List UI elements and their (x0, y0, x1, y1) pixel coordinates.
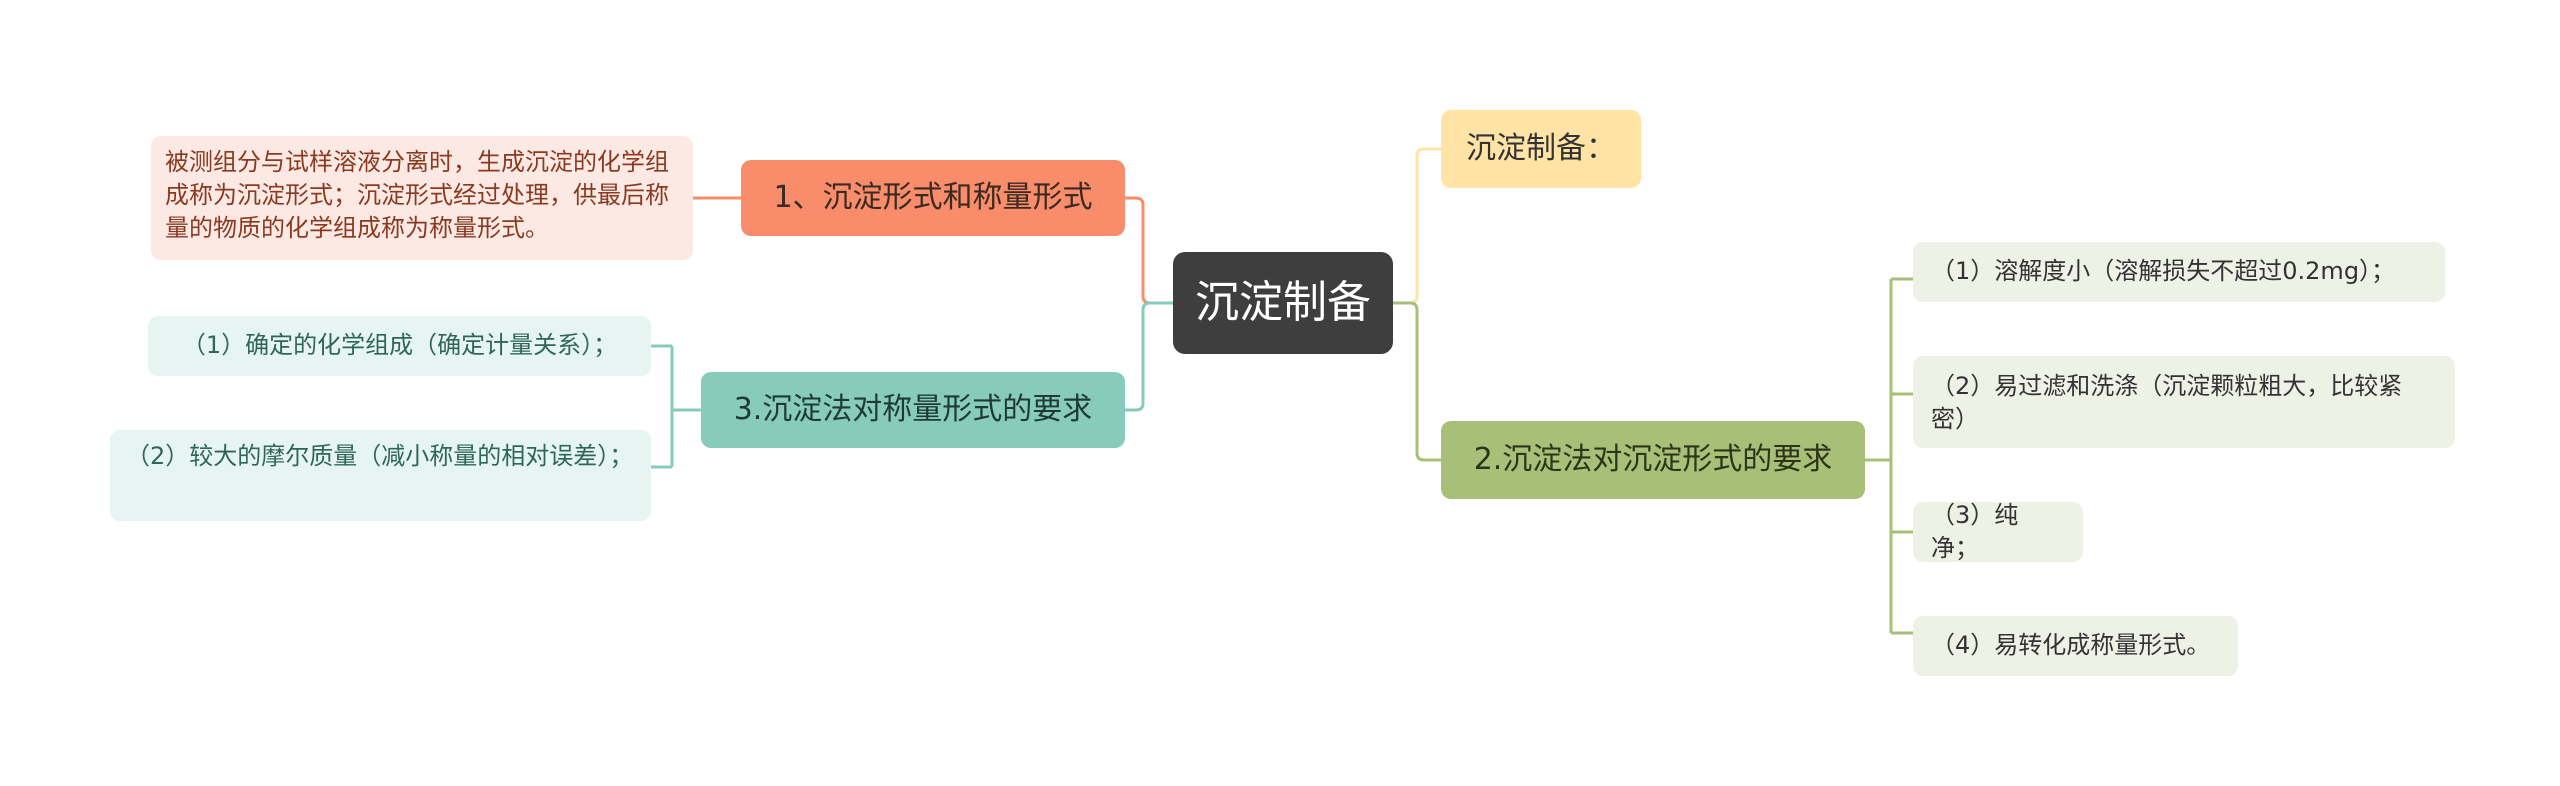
leaf-text: （2）易过滤和洗涤（沉淀颗粒粗大，比较紧密） (1931, 372, 2403, 434)
leaf-text: （2）较大的摩尔质量（减小称量的相对误差）； (126, 442, 634, 470)
branch-label: 1、沉淀形式和称量形式 (773, 180, 1093, 216)
root-node[interactable]: 沉淀制备 (1173, 252, 1393, 354)
link-center-topic (1393, 147, 1441, 305)
leaf-text: （3）纯净； (1931, 500, 2019, 562)
branch-node-sediment-forms[interactable]: 1、沉淀形式和称量形式 (741, 160, 1125, 236)
link-center-branch2 (1393, 301, 1441, 462)
leaf-node-composition[interactable]: （1）确定的化学组成（确定计量关系）； (148, 316, 651, 376)
leaf-node-conversion[interactable]: （4）易转化成称量形式。 (1913, 616, 2238, 676)
leaf-node-molar-mass[interactable]: （2）较大的摩尔质量（减小称量的相对误差）； (110, 430, 651, 521)
branch-node-sediment-requirements[interactable]: 2.沉淀法对沉淀形式的要求 (1441, 421, 1865, 499)
link-center-branch1 (1125, 196, 1173, 305)
leaf-node-definition[interactable]: 被测组分与试样溶液分离时，生成沉淀的化学组成称为沉淀形式；沉淀形式经过处理，供最… (151, 136, 693, 260)
branch-label: 3.沉淀法对称量形式的要求 (733, 392, 1093, 428)
link-branch2-leaves (1865, 277, 1913, 635)
branch-node-weighing-requirements[interactable]: 3.沉淀法对称量形式的要求 (701, 372, 1125, 448)
leaf-text: 被测组分与试样溶液分离时，生成沉淀的化学组成称为沉淀形式；沉淀形式经过处理，供最… (165, 148, 669, 243)
leaf-node-solubility[interactable]: （1）溶解度小（溶解损失不超过0.2mg）； (1913, 242, 2445, 302)
leaf-node-filtration[interactable]: （2）易过滤和洗涤（沉淀颗粒粗大，比较紧密） (1913, 356, 2455, 448)
link-branch3-leaves (651, 344, 701, 469)
branch-label: 2.沉淀法对沉淀形式的要求 (1473, 442, 1833, 478)
link-center-branch3 (1125, 301, 1173, 412)
topic-node-preparation[interactable]: 沉淀制备： (1441, 110, 1641, 188)
leaf-text: （1）溶解度小（溶解损失不超过0.2mg）； (1931, 257, 2396, 286)
leaf-node-purity[interactable]: （3）纯净； (1913, 500, 2083, 562)
root-label: 沉淀制备 (1195, 276, 1371, 328)
leaf-text: （4）易转化成称量形式。 (1931, 631, 2211, 660)
leaf-text: （1）确定的化学组成（确定计量关系）； (181, 331, 618, 360)
topic-label: 沉淀制备： (1466, 131, 1616, 167)
